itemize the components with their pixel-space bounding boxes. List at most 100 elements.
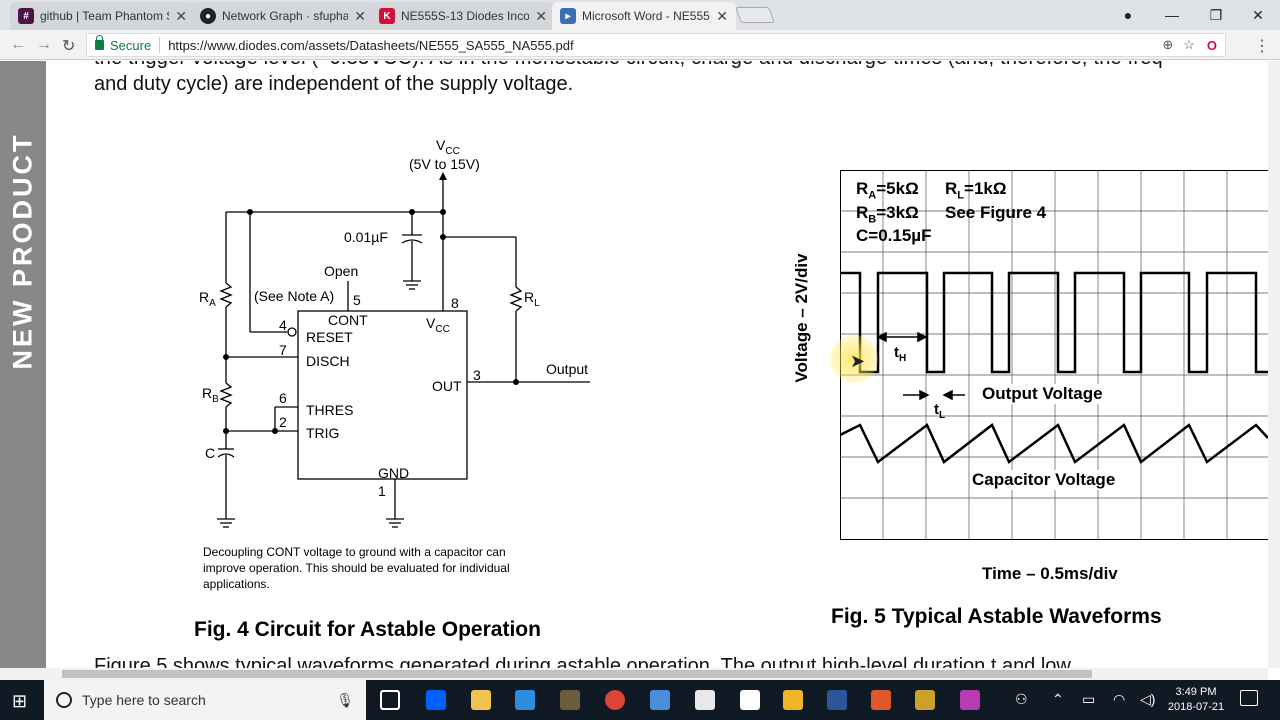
cont-label: CONT (328, 312, 368, 328)
tab-bar: # github | Team Phantom S ✕ ● Network Gr… (0, 0, 1280, 30)
back-icon[interactable]: ← (10, 36, 26, 53)
see-figure-label: See Figure 4 (945, 203, 1047, 222)
output-voltage-label: Output Voltage (980, 384, 1105, 404)
tab-0[interactable]: # github | Team Phantom S ✕ (10, 2, 195, 30)
people-icon[interactable]: ⚇ (1015, 691, 1028, 707)
circuit-diagram (217, 172, 590, 528)
battery-icon[interactable]: ▭ (1082, 691, 1096, 707)
task-view-icon[interactable] (380, 690, 400, 710)
matlab-icon[interactable] (871, 690, 891, 710)
secure-indicator[interactable]: Secure (95, 35, 152, 53)
fig4-caption: Fig. 4 Circuit for Astable Operation (194, 618, 541, 641)
clock[interactable]: 3:49 PM 2018-07-21 (1166, 685, 1226, 715)
close-icon[interactable]: ✕ (354, 7, 366, 24)
taskbar-search[interactable]: Type here to search 🎙 (44, 680, 366, 720)
cursor-highlight (830, 335, 878, 383)
out-label: OUT (432, 378, 462, 394)
pin-5: 5 (353, 292, 361, 308)
divider (159, 37, 161, 53)
tab-1[interactable]: ● Network Graph · sfuphan ✕ (192, 2, 374, 30)
app-icon-3[interactable] (915, 690, 935, 710)
url-text[interactable]: https://www.diodes.com/assets/Datasheets… (168, 37, 574, 53)
new-product-banner: NEW PRODUCT (0, 61, 46, 668)
gnd-label: GND (378, 465, 410, 481)
ra-value: RA=5kΩ (856, 179, 919, 202)
wifi-icon[interactable]: ◠ (1113, 691, 1126, 707)
zoom-icon[interactable]: ⊕ (1162, 37, 1174, 52)
rb-value: RB=3kΩ (856, 203, 919, 226)
vertical-scrollbar[interactable] (1268, 61, 1280, 668)
trig-label: TRIG (306, 425, 340, 441)
address-bar[interactable]: Secure https://www.diodes.com/assets/Dat… (86, 33, 1226, 57)
vcc-label: VCC (436, 137, 460, 157)
profile-icon[interactable]: ● (1123, 7, 1133, 23)
rl-label: RL (524, 289, 540, 309)
slack-icon[interactable] (960, 690, 980, 710)
microphone-icon[interactable]: 🎙 (336, 691, 354, 708)
search-placeholder: Type here to search (82, 692, 206, 708)
open-label: Open (324, 263, 359, 279)
window-close-button[interactable]: ✕ (1252, 6, 1264, 23)
note-text: Decoupling CONT voltage to ground with a… (203, 545, 510, 591)
menu-icon[interactable]: ⋮ (1254, 38, 1270, 55)
tab-title: Network Graph · sfuphan (222, 9, 349, 23)
notification-icon[interactable] (1240, 690, 1258, 706)
tab-3-active[interactable]: ▸ Microsoft Word - NE555_ ✕ (552, 2, 736, 30)
vcc-range: (5V to 15V) (409, 156, 480, 172)
x-axis-label: Time – 0.5ms/div (982, 564, 1118, 583)
file-explorer-icon[interactable] (471, 690, 491, 710)
maximize-button[interactable]: ❐ (1209, 6, 1223, 23)
search-icon (56, 692, 72, 708)
taskbar: ⊞ Type here to search 🎙 ⚇ ⌃ ▭ ◠ ◁) 3:49 … (0, 680, 1280, 720)
diodes-icon: K (379, 8, 395, 24)
reset-label: RESET (306, 329, 353, 345)
clock-date: 2018-07-21 (1167, 701, 1225, 713)
capacitor-voltage-label: Capacitor Voltage (970, 470, 1118, 490)
thres-label: THRES (306, 402, 354, 418)
secure-label: Secure (110, 37, 152, 53)
pin-4: 4 (279, 317, 287, 333)
tab-2[interactable]: K NE555S-13 Diodes Incorp ✕ (371, 2, 555, 30)
volume-icon[interactable]: ◁) (1140, 691, 1156, 707)
tab-title: Microsoft Word - NE555_ (582, 9, 711, 23)
rb-label: RB (202, 385, 219, 405)
disch-label: DISCH (306, 353, 350, 369)
reload-icon[interactable]: ↻ (62, 38, 76, 55)
c-label: C (205, 445, 216, 461)
dropbox-icon[interactable] (426, 690, 446, 710)
fig5-caption: Fig. 5 Typical Astable Waveforms (831, 605, 1162, 628)
tl-label: tL (934, 401, 946, 421)
app-icon-2[interactable] (650, 690, 670, 710)
close-icon[interactable]: ✕ (535, 7, 547, 24)
pin-1: 1 (378, 483, 386, 499)
new-tab-button[interactable] (735, 7, 775, 23)
paragraph-bottom: Figure 5 shows typical waveforms generat… (94, 655, 1071, 668)
th-label: tH (894, 344, 907, 364)
horizontal-scroll-thumb[interactable] (62, 670, 1092, 678)
paragraph-line-2: and duty cycle) are independent of the s… (94, 73, 574, 95)
pin-3: 3 (473, 367, 481, 383)
ra-label: RA (199, 289, 216, 309)
y-axis-label: Voltage – 2V/div (792, 253, 811, 383)
forward-icon[interactable]: → (36, 36, 52, 53)
rl-value: RL=1kΩ (945, 179, 1007, 202)
sublime-icon[interactable] (783, 690, 803, 710)
bookmark-star-icon[interactable]: ☆ (1183, 37, 1195, 52)
pdf-icon: ▸ (560, 8, 576, 24)
c-value: C=0.15µF (856, 226, 932, 245)
mail-icon[interactable] (695, 690, 715, 710)
minimize-button[interactable]: — (1165, 7, 1179, 23)
chrome-icon[interactable] (605, 690, 625, 710)
clock-time: 3:49 PM (1175, 686, 1217, 698)
app-icon[interactable] (560, 690, 580, 710)
chevron-up-icon[interactable]: ⌃ (1052, 691, 1064, 707)
slack-hash-icon: # (18, 8, 34, 24)
opera-icon[interactable]: O (1206, 37, 1217, 53)
word-icon[interactable] (827, 690, 847, 710)
store-icon[interactable] (515, 690, 535, 710)
windows-start-icon[interactable]: ⊞ (12, 691, 28, 711)
close-icon[interactable]: ✕ (716, 7, 728, 24)
notepad-icon[interactable] (740, 690, 760, 710)
paragraph-line-1: the trigger voltage level (≈0.33VCC). As… (94, 61, 1163, 70)
close-icon[interactable]: ✕ (175, 7, 187, 24)
